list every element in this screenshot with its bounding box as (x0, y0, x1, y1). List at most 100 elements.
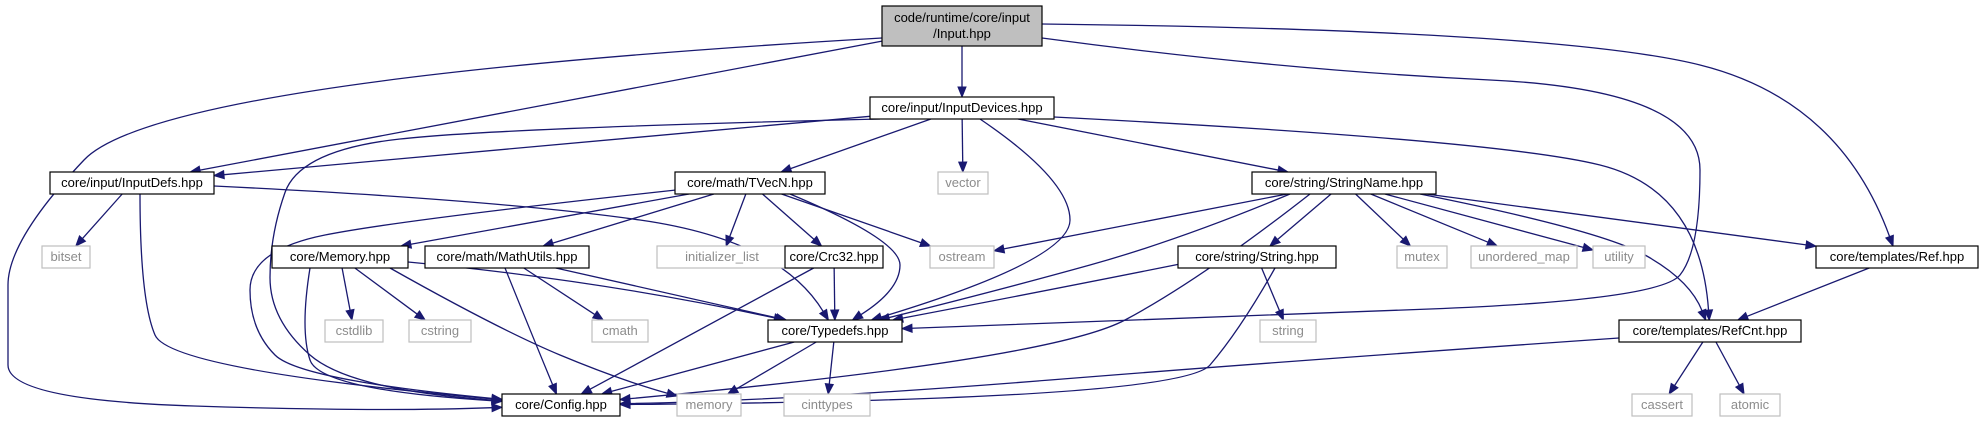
arrowhead (618, 398, 631, 409)
edge-line (629, 337, 1620, 405)
node-label: core/templates/RefCnt.hpp (1633, 323, 1788, 338)
node-box (1618, 319, 1802, 343)
node-cinttypes: cinttypes (783, 393, 871, 417)
edge-inputdevices_hpp-to-vector (957, 118, 968, 174)
edge-line (7, 37, 883, 411)
node-inputdefs-hpp[interactable]: core/input/InputDefs.hpp (49, 171, 215, 195)
node-mathutils-hpp[interactable]: core/math/MathUtils.hpp (424, 245, 590, 269)
edge-memory_hpp-to-cstring (354, 267, 427, 321)
edge-line (249, 189, 677, 400)
node-box (408, 319, 472, 343)
node-string: string (1259, 319, 1317, 343)
edge-line (736, 341, 817, 390)
node-utility: utility (1592, 245, 1646, 269)
edge-memory_hpp-to-cstdlib (341, 267, 355, 322)
edge-stringname_hpp-to-utility (1384, 193, 1595, 252)
edge-tvecn_hpp-to-initializer_list (725, 193, 747, 248)
arrowhead (1485, 237, 1499, 247)
edge-line (911, 37, 1701, 329)
edge-typedefs_hpp-to-memory (726, 341, 817, 395)
arrowhead (491, 395, 504, 406)
edge-ref_hpp-to-refcnt_hpp (1736, 267, 1870, 321)
node-bitset: bitset (41, 245, 91, 269)
dependency-edges (7, 23, 1894, 413)
node-config-hpp[interactable]: core/Config.hpp (501, 393, 621, 417)
node-label: atomic (1731, 397, 1770, 412)
node-memory: memory (676, 393, 742, 417)
node-label: cmath (602, 323, 637, 338)
node-box (767, 319, 903, 343)
node-label: ostream (939, 249, 986, 264)
node-cstdlib: cstdlib (324, 319, 384, 343)
edge-line (304, 267, 493, 402)
node-tvecn-hpp[interactable]: core/math/TVecN.hpp (674, 171, 826, 195)
edge-line (1277, 193, 1332, 241)
edge-line (1017, 118, 1279, 171)
arrowhead (1697, 308, 1707, 322)
dependency-nodes: code/runtime/core/input/Input.hpp core/in… (41, 5, 1979, 417)
node-box (881, 5, 1043, 47)
edge-refcnt_hpp-to-atomic (1715, 341, 1745, 396)
node-label: unordered_map (1478, 249, 1570, 264)
edge-crc32_hpp-to-typedefs_hpp (829, 267, 840, 322)
arrowhead (851, 310, 864, 321)
edge-line (1426, 193, 1807, 246)
node-typedefs-hpp[interactable]: core/Typedefs.hpp (767, 319, 903, 343)
edge-line (781, 193, 922, 244)
edge-tvecn_hpp-to-ostream (781, 193, 932, 248)
arrowhead (491, 402, 504, 413)
node-label: code/runtime/core/input (894, 10, 1030, 25)
node-stringname-hpp[interactable]: core/string/StringName.hpp (1251, 171, 1437, 195)
node-box (869, 96, 1055, 120)
node-box (783, 393, 871, 417)
arrowhead (1399, 235, 1412, 247)
node-crc32-hpp[interactable]: core/Crc32.hpp (784, 245, 884, 269)
node-ref-hpp[interactable]: core/templates/Ref.hpp (1815, 245, 1979, 269)
edge-inputdevices_hpp-to-typedefs_hpp (870, 118, 1071, 322)
node-box (1592, 245, 1646, 269)
arrowhead (1274, 308, 1284, 322)
node-label: cstring (421, 323, 459, 338)
edge-inputdefs_hpp-to-bitset (74, 193, 123, 248)
node-label: bitset (50, 249, 81, 264)
edge-line (828, 341, 835, 385)
node-box (1177, 245, 1337, 269)
arrowhead (919, 238, 932, 248)
node-box (591, 319, 649, 343)
node-string-hpp[interactable]: core/string/String.hpp (1177, 245, 1337, 269)
node-label: /Input.hpp (933, 26, 991, 41)
edge-line (555, 267, 777, 319)
edge-line (1355, 193, 1404, 240)
node-label: core/Crc32.hpp (790, 249, 879, 264)
node-box (674, 171, 826, 195)
node-ostream: ostream (929, 245, 995, 269)
edge-line (1370, 193, 1489, 243)
edge-crc32_hpp-to-config_hpp (580, 267, 815, 395)
edge-line (139, 193, 493, 400)
edge-line (223, 115, 871, 176)
node-memory-hpp[interactable]: core/Memory.hpp (271, 245, 409, 269)
edge-stringname_hpp-to-ref_hpp (1426, 193, 1818, 250)
node-box (1251, 171, 1437, 195)
edge-line (504, 267, 554, 386)
node-input-hpp[interactable]: code/runtime/core/input/Input.hpp (881, 5, 1043, 47)
edge-line (269, 118, 881, 401)
edge-input_hpp-to-inputdevices_hpp (957, 46, 967, 99)
node-label: string (1272, 323, 1304, 338)
arrowhead (212, 169, 225, 180)
node-refcnt-hpp[interactable]: core/templates/RefCnt.hpp (1618, 319, 1802, 343)
arrowhead (726, 384, 740, 395)
node-label: core/string/String.hpp (1195, 249, 1319, 264)
node-label: core/input/InputDefs.hpp (61, 175, 203, 190)
arrowhead (413, 309, 427, 321)
edge-line (1746, 267, 1870, 317)
node-label: cassert (1641, 397, 1683, 412)
node-inputdevices-hpp[interactable]: core/input/InputDevices.hpp (869, 96, 1055, 120)
node-box (324, 319, 384, 343)
node-cassert: cassert (1631, 393, 1693, 417)
edge-inputdevices_hpp-to-stringname_hpp (1017, 118, 1290, 175)
node-label: core/Memory.hpp (290, 249, 390, 264)
node-label: core/math/TVecN.hpp (687, 175, 813, 190)
edge-stringname_hpp-to-string_hpp (1268, 193, 1332, 247)
edge-line (523, 267, 596, 316)
